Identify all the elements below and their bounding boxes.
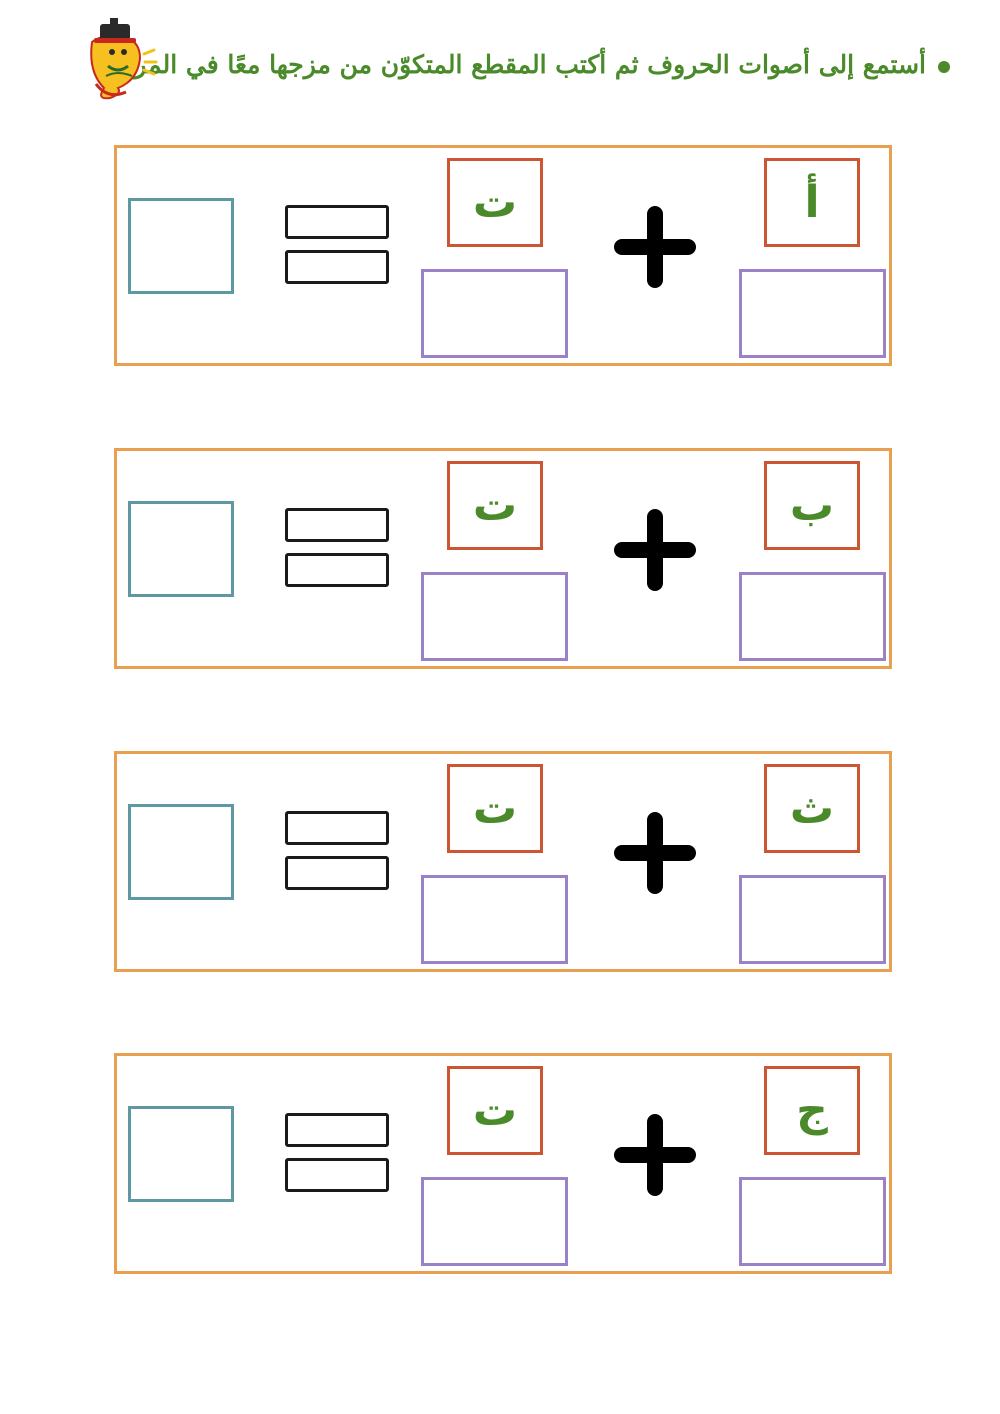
cartoon-character-logo-icon bbox=[90, 18, 158, 100]
equals-icon-bottom-bar bbox=[285, 553, 389, 587]
plus-icon bbox=[614, 812, 696, 894]
first-letter-write-box[interactable] bbox=[739, 269, 886, 358]
first-letter-box: ج bbox=[764, 1066, 860, 1155]
first-letter-box: ب bbox=[764, 461, 860, 550]
blend-row-1: ت أ bbox=[114, 145, 892, 366]
answer-box[interactable] bbox=[128, 501, 234, 597]
second-letter-box: ت bbox=[447, 764, 543, 853]
answer-box[interactable] bbox=[128, 198, 234, 294]
answer-box[interactable] bbox=[128, 804, 234, 900]
equals-icon-top-bar bbox=[285, 1113, 389, 1147]
first-letter-write-box[interactable] bbox=[739, 875, 886, 964]
second-letter-write-box[interactable] bbox=[421, 1177, 568, 1266]
blend-row-3: ت ث bbox=[114, 751, 892, 972]
first-letter-write-box[interactable] bbox=[739, 1177, 886, 1266]
second-letter-write-box[interactable] bbox=[421, 572, 568, 661]
second-letter-write-box[interactable] bbox=[421, 875, 568, 964]
instruction-label: أستمع إلى أصوات الحروف ثم أكتب المقطع ال… bbox=[105, 50, 926, 79]
plus-icon bbox=[614, 509, 696, 591]
first-letter-box: ث bbox=[764, 764, 860, 853]
equals-icon-top-bar bbox=[285, 508, 389, 542]
first-letter-write-box[interactable] bbox=[739, 572, 886, 661]
blend-row-2: ت ب bbox=[114, 448, 892, 669]
answer-box[interactable] bbox=[128, 1106, 234, 1202]
instruction-text: أستمع إلى أصوات الحروف ثم أكتب المقطع ال… bbox=[105, 40, 950, 90]
equals-icon-top-bar bbox=[285, 811, 389, 845]
blend-row-4: ت ج bbox=[114, 1053, 892, 1274]
equals-icon-bottom-bar bbox=[285, 1158, 389, 1192]
second-letter-box: ت bbox=[447, 461, 543, 550]
plus-icon bbox=[614, 1114, 696, 1196]
second-letter-box: ت bbox=[447, 1066, 543, 1155]
first-letter-box: أ bbox=[764, 158, 860, 247]
second-letter-box: ت bbox=[447, 158, 543, 247]
equals-icon-bottom-bar bbox=[285, 250, 389, 284]
plus-icon bbox=[614, 206, 696, 288]
bullet-icon bbox=[938, 60, 950, 73]
second-letter-write-box[interactable] bbox=[421, 269, 568, 358]
equals-icon-bottom-bar bbox=[285, 856, 389, 890]
equals-icon-top-bar bbox=[285, 205, 389, 239]
